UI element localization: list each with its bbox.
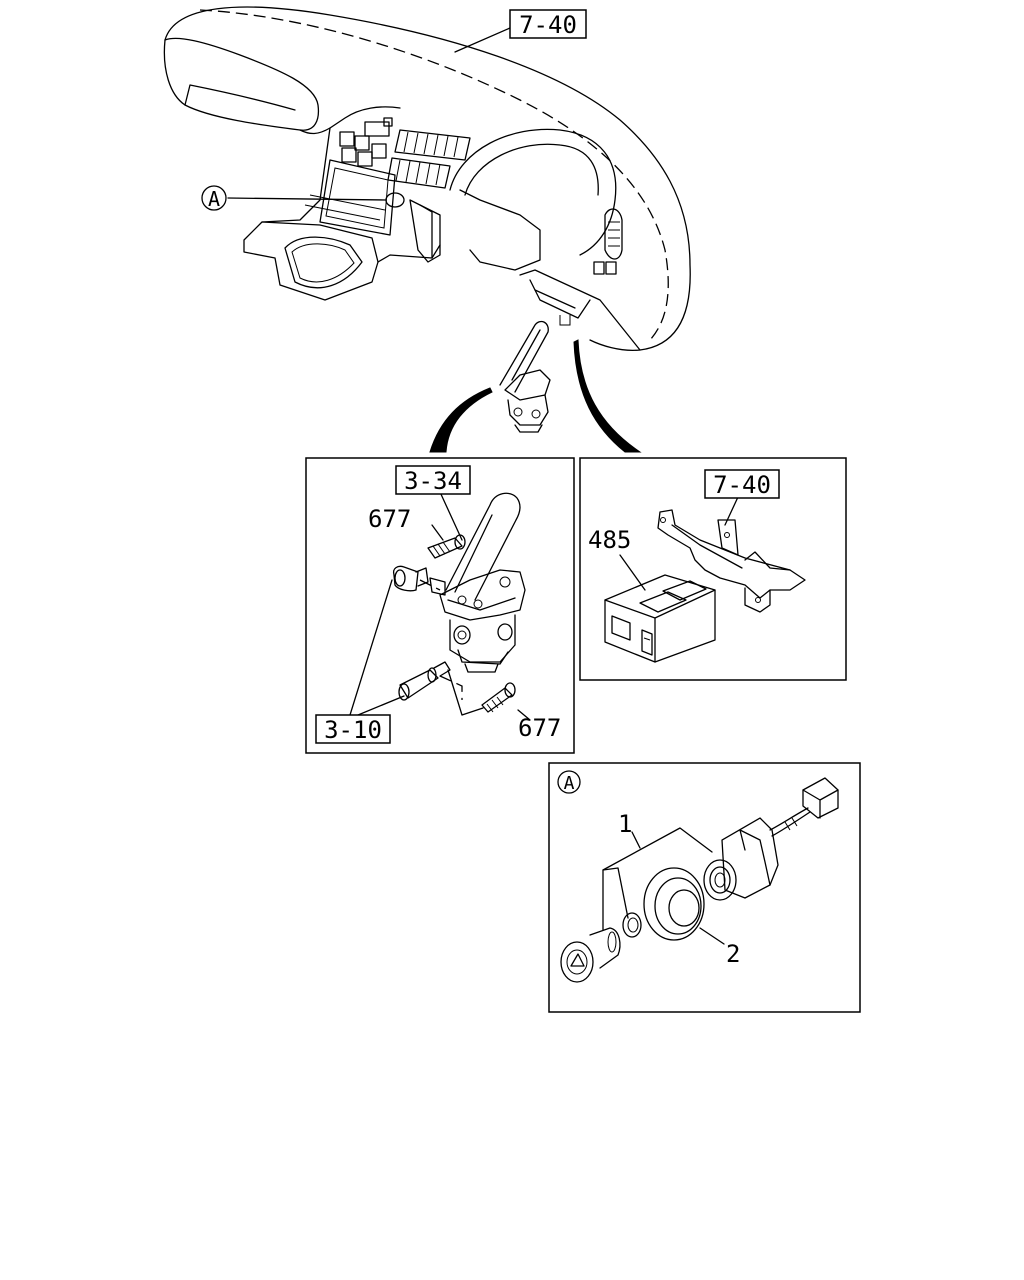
- part-fitting-lower-label: 677: [518, 714, 561, 742]
- part-fitting-upper-label: 677: [368, 505, 411, 533]
- dashboard-overview: [163, 6, 691, 453]
- part-control-unit-label: 485: [588, 526, 631, 554]
- panel-control-unit: 7-40 485: [579, 457, 847, 681]
- ref-dash-top-label: 7-40: [519, 11, 577, 39]
- marker-a-label: A: [208, 187, 220, 211]
- marker-a-callout: A: [201, 185, 227, 211]
- ref-fitting-group-label: 3-10: [324, 716, 382, 744]
- ref-valve-group-label: 3-34: [404, 467, 462, 495]
- detail-a-title: A: [564, 773, 575, 794]
- part-lighter-assembly-label: 1: [618, 810, 632, 838]
- part-lighter-ring-label: 2: [726, 940, 740, 968]
- ref-bracket-group-label: 7-40: [713, 471, 771, 499]
- panel-detail-a: A 1 2: [548, 762, 861, 1013]
- panel-hand-valve: 3-34 3-10 677 677: [305, 457, 575, 754]
- ref-box-dash-top: 7-40: [509, 9, 587, 39]
